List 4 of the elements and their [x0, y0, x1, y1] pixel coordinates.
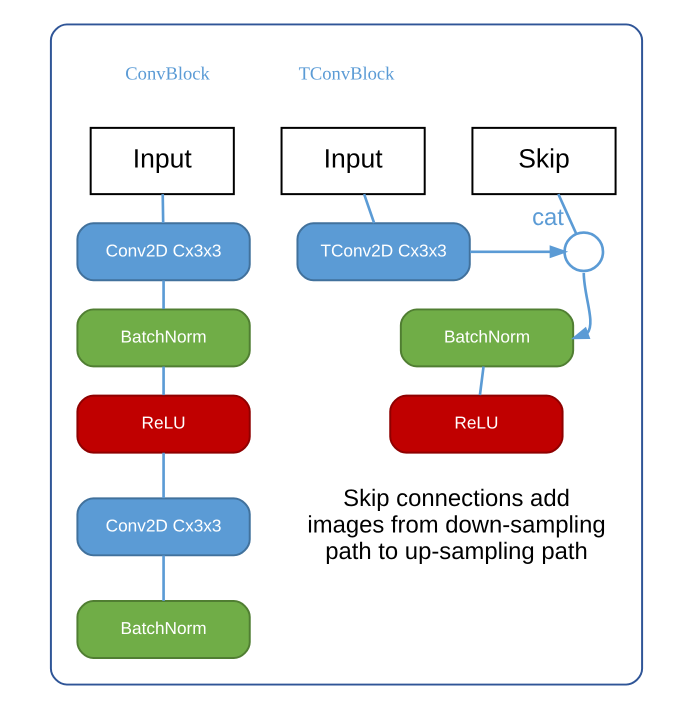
node-label: cat	[532, 204, 564, 232]
label: TConvBlock	[298, 64, 394, 85]
label: ConvBlock	[124, 64, 210, 85]
label: Skip connections add images from down-sampling path to up-sampling path	[306, 485, 606, 566]
